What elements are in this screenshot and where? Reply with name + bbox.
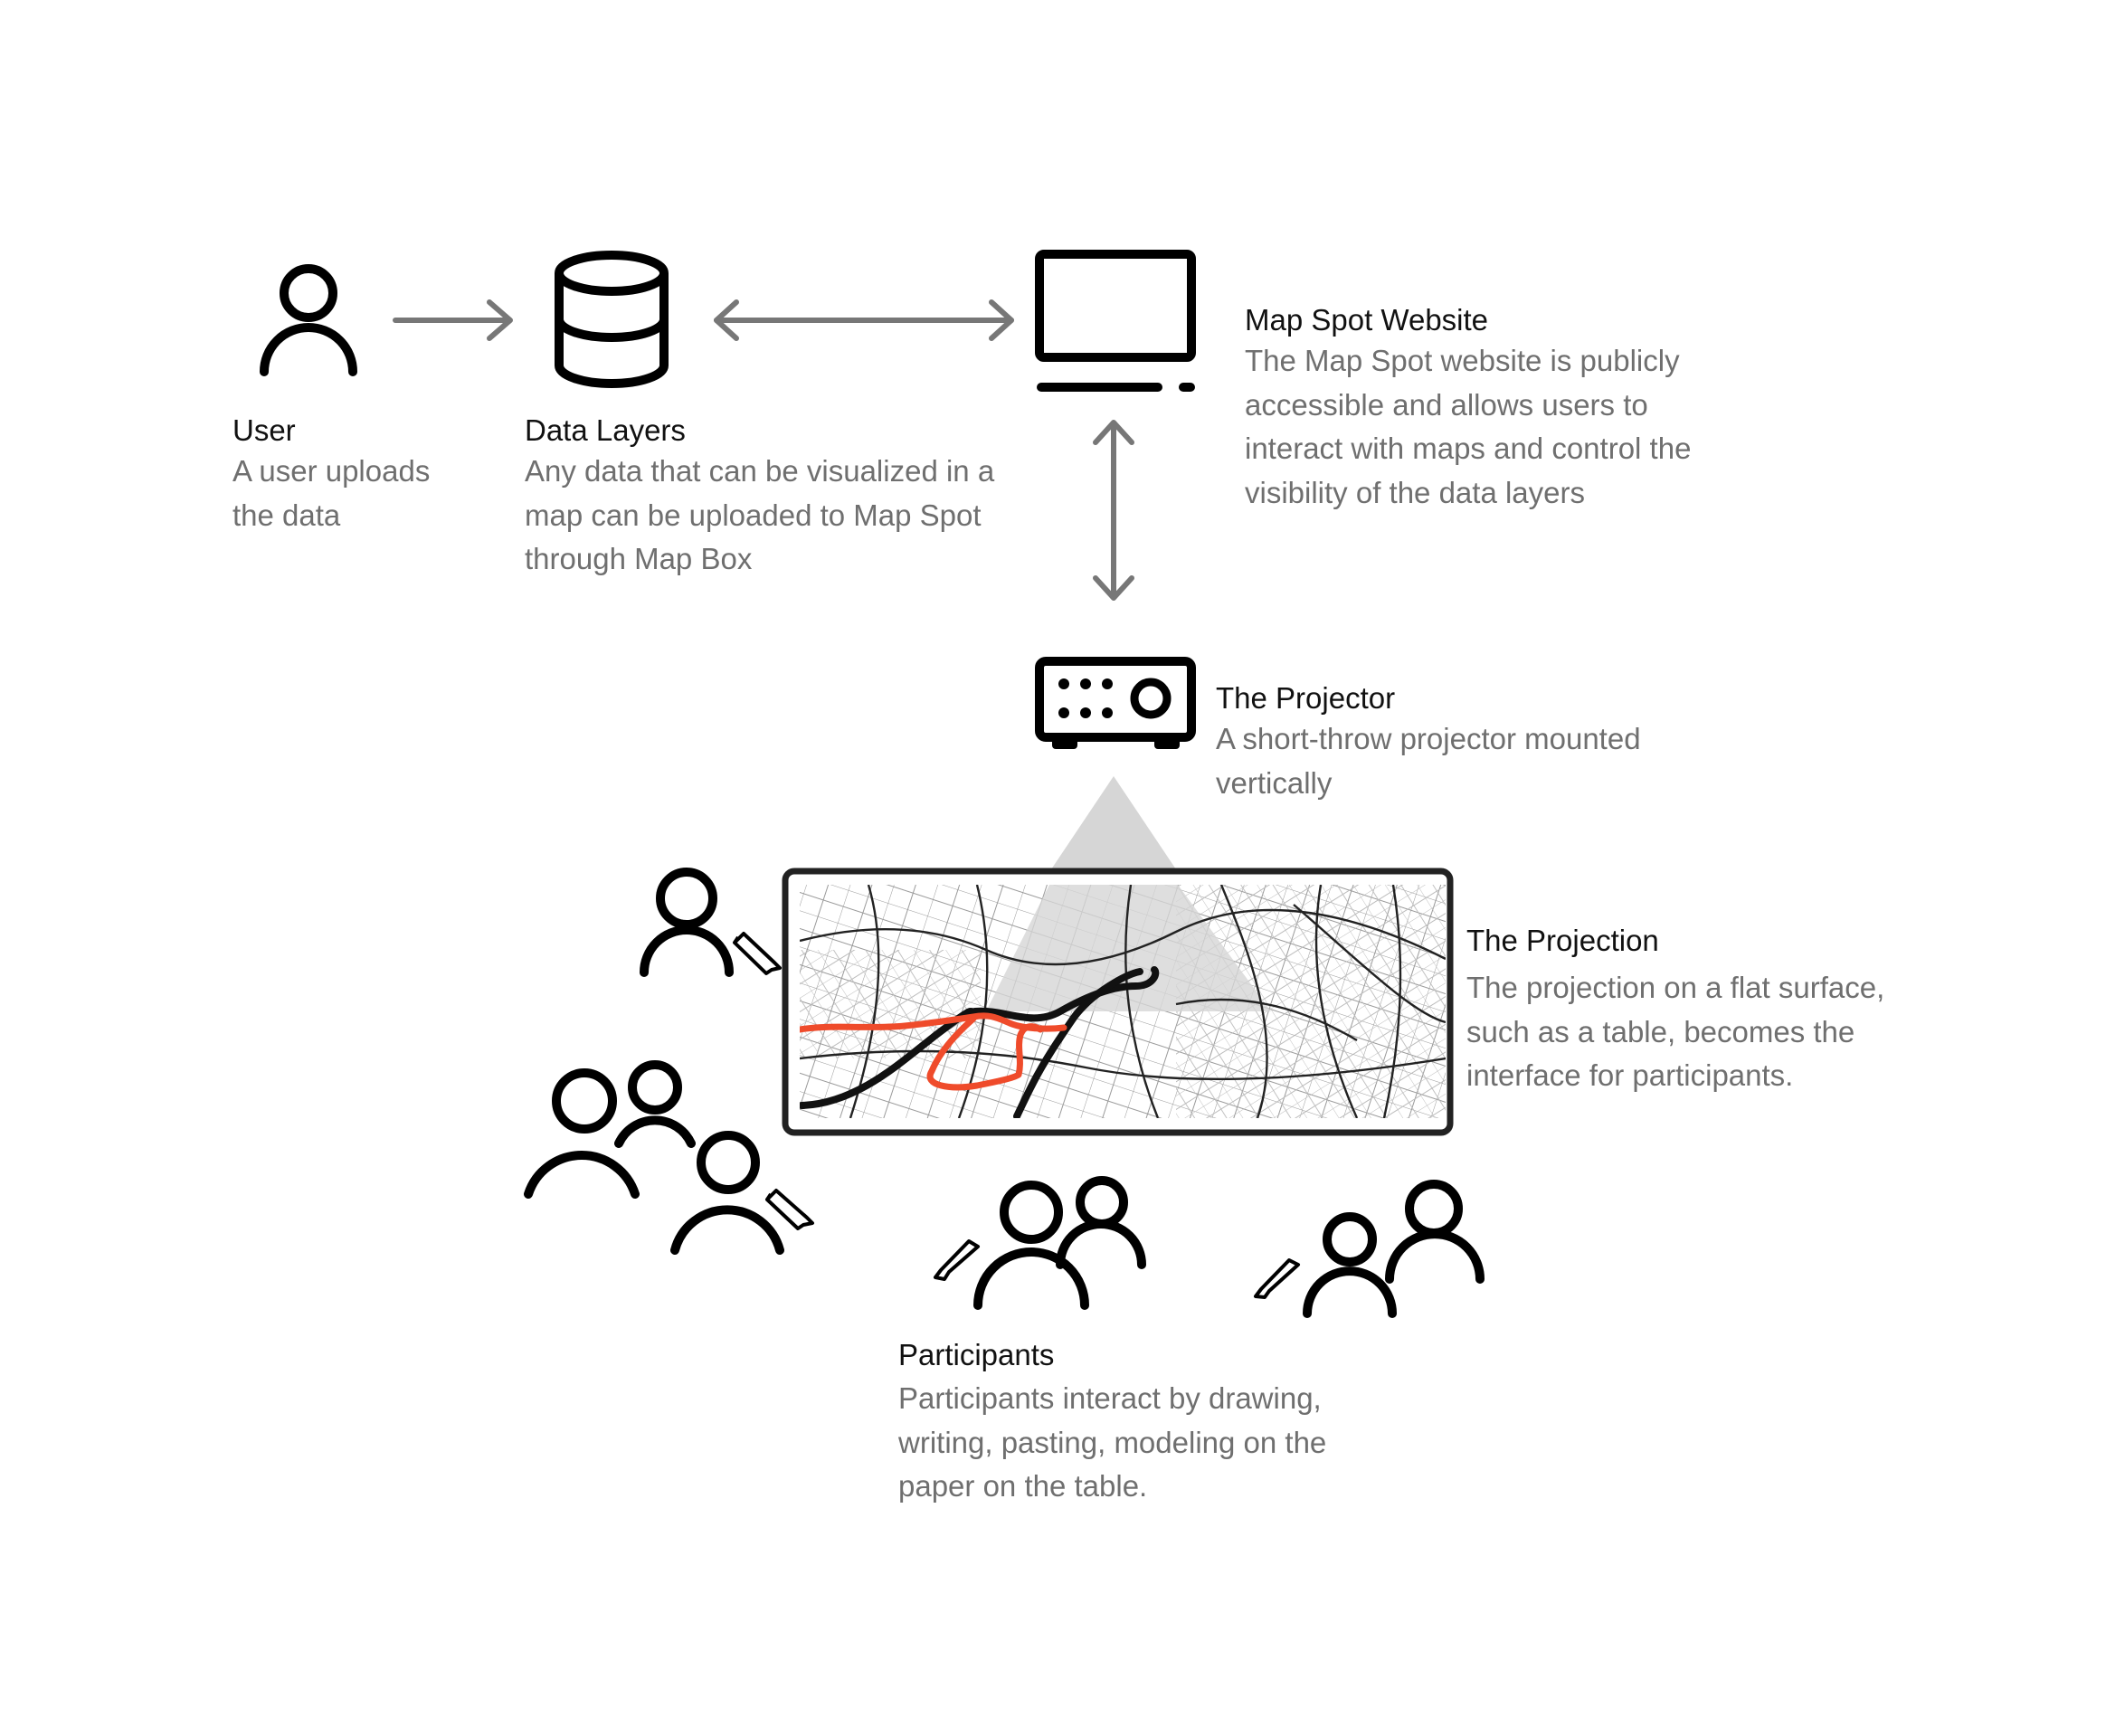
projection-description: The projection on a flat surface, such a… bbox=[1466, 971, 1885, 1092]
projector-icon bbox=[1035, 657, 1196, 749]
user-description: A user uploads the data bbox=[232, 454, 431, 532]
pencil-icon bbox=[934, 1239, 980, 1281]
database-icon bbox=[555, 251, 669, 388]
projection-label: The Projection The projection on a flat … bbox=[1466, 923, 1937, 1098]
participants-pair-icon bbox=[1303, 1180, 1485, 1318]
participants-description: Participants interact by drawing, writin… bbox=[898, 1381, 1327, 1503]
projector-label: The Projector A short-throw projector mo… bbox=[1216, 680, 1704, 805]
data-layers-label: Data Layers Any data that can be visuali… bbox=[525, 413, 1004, 582]
pencil-icon bbox=[1254, 1258, 1300, 1299]
user-title: User bbox=[232, 413, 296, 447]
projection-title: The Projection bbox=[1466, 924, 1659, 957]
pencil-icon bbox=[765, 1189, 814, 1230]
arrow-website-to-projector bbox=[1093, 420, 1134, 601]
pencil-icon bbox=[733, 932, 782, 975]
projection-beam bbox=[1049, 776, 1178, 872]
laptop-icon bbox=[1035, 250, 1196, 392]
website-title: Map Spot Website bbox=[1245, 303, 1489, 337]
arrow-data-layers-to-website bbox=[714, 299, 1014, 341]
projector-title: The Projector bbox=[1216, 681, 1396, 715]
website-label: Map Spot Website The Map Spot website is… bbox=[1245, 302, 1715, 515]
participants-pair-icon bbox=[973, 1176, 1146, 1310]
participants-group-icon bbox=[524, 1060, 784, 1255]
person-icon bbox=[260, 264, 357, 376]
website-description: The Map Spot website is publicly accessi… bbox=[1245, 344, 1692, 509]
user-label: User A user uploads the data bbox=[232, 413, 468, 537]
participants-label: Participants Participants interact by dr… bbox=[898, 1337, 1369, 1509]
map-projection bbox=[782, 868, 1454, 1136]
arrow-user-to-data-layers bbox=[393, 299, 513, 341]
projector-description: A short-throw projector mounted vertical… bbox=[1216, 722, 1641, 800]
participants-title: Participants bbox=[898, 1338, 1055, 1371]
participant-person-icon bbox=[640, 868, 734, 977]
data-layers-description: Any data that can be visualized in a map… bbox=[525, 454, 995, 575]
data-layers-title: Data Layers bbox=[525, 413, 686, 447]
